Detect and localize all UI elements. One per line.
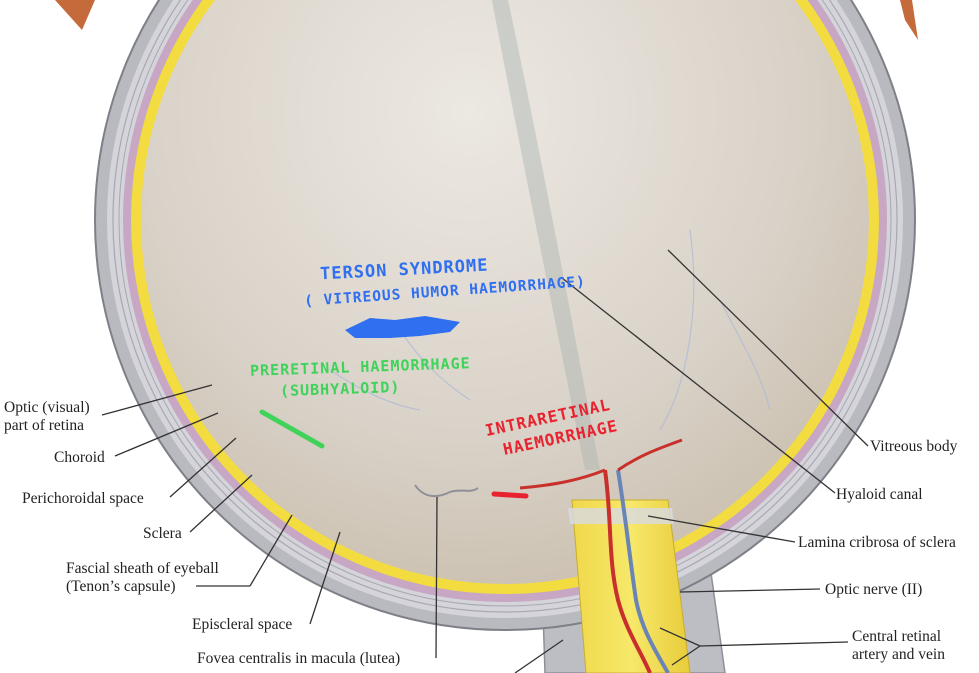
leader-lines	[101, 249, 869, 673]
label-hyaloid-canal: Hyaloid canal	[836, 486, 923, 503]
terson-scribble	[345, 316, 460, 338]
vitreous-body	[141, 0, 869, 584]
upper-left-tissue	[55, 0, 95, 30]
label-fascial-sheath-2: (Tenon’s capsule)	[66, 578, 176, 595]
label-central-retinal-1: Central retinal	[852, 628, 942, 645]
retinal-vessel-right	[617, 438, 683, 472]
retinal-vessel-left	[519, 468, 606, 490]
label-fovea-centralis: Fovea centralis in macula (lutea)	[197, 650, 401, 667]
label-fascial-sheath-1: Fascial sheath of eyeball	[66, 560, 219, 577]
label-episcleral-space: Episcleral space	[192, 616, 293, 633]
central-retinal-vein	[616, 469, 670, 673]
sclera-inner-line2	[118, 0, 892, 607]
label-optic-retina-1: Optic (visual)	[4, 399, 90, 416]
lamina-cribrosa	[568, 508, 674, 524]
fovea-notch	[414, 484, 479, 497]
optic-nerve	[571, 499, 691, 673]
vitreous-vessels	[329, 229, 771, 431]
label-central-retinal-2: artery and vein	[852, 646, 945, 663]
label-sclera: Sclera	[143, 525, 182, 542]
label-optic-retina-2: part of retina	[4, 417, 85, 434]
central-retinal-artery	[603, 469, 652, 673]
intraretinal-mark	[491, 491, 529, 499]
preretinal-mark	[259, 409, 325, 449]
upper-right-tissue	[900, 0, 918, 40]
label-optic-nerve: Optic nerve (II)	[825, 581, 923, 598]
sclera-inner-line	[112, 0, 898, 613]
label-lamina-cribrosa: Lamina cribrosa of sclera	[798, 534, 956, 551]
label-vitreous-body: Vitreous body	[870, 438, 958, 455]
label-choroid: Choroid	[54, 449, 105, 466]
label-perichoroidal-space: Perichoroidal space	[22, 490, 144, 507]
hyaloid-canal	[492, 0, 600, 470]
